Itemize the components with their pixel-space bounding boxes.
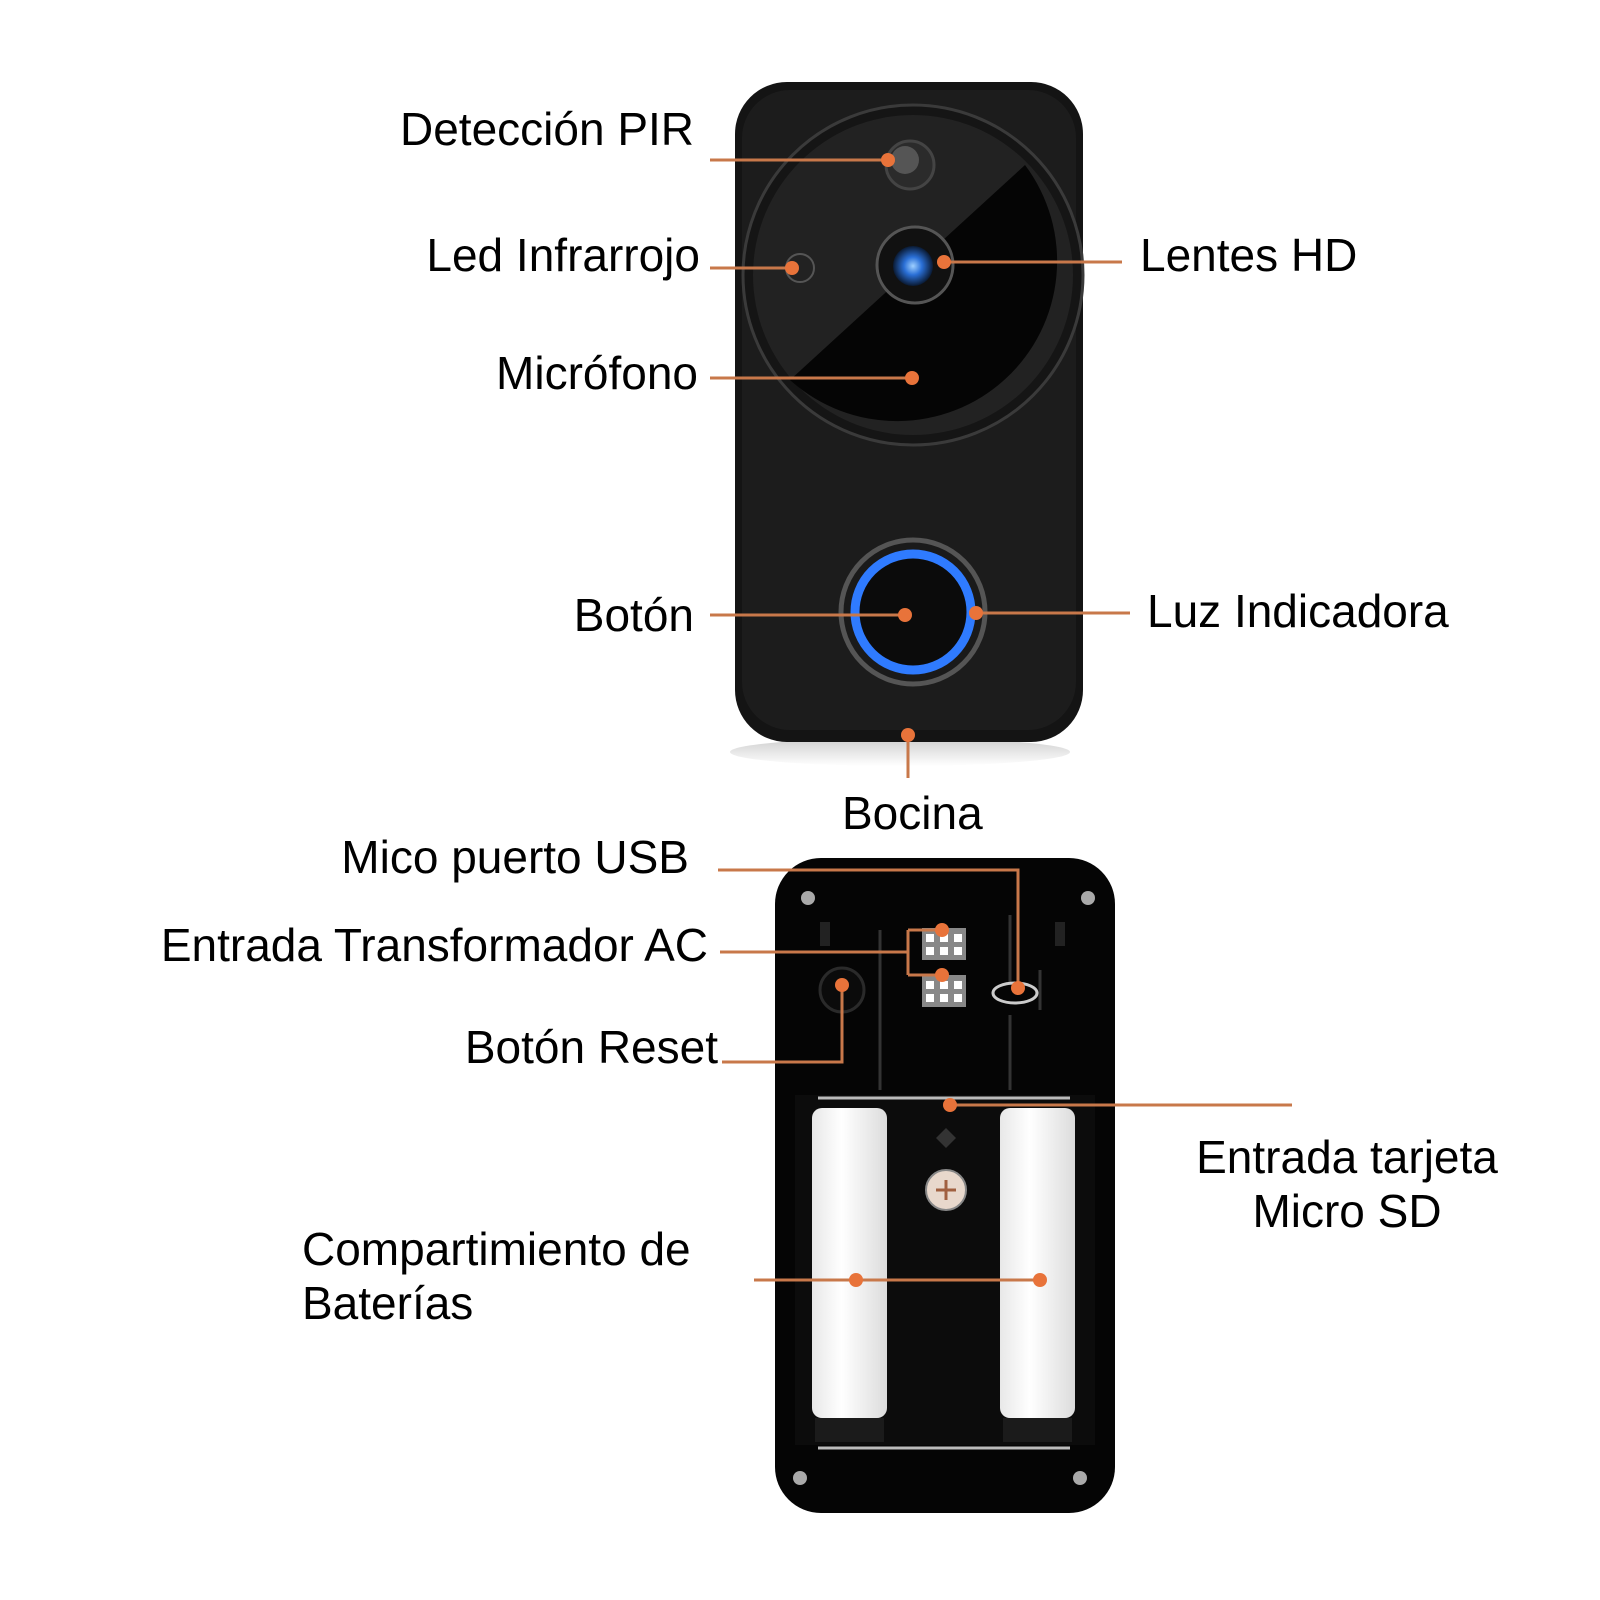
- screw-icon: [1073, 1471, 1087, 1485]
- label-ir-led: Led Infrarrojo: [426, 229, 700, 281]
- label-sd-card-line2: Micro SD: [1252, 1185, 1442, 1238]
- leader-usb: [718, 868, 1020, 990]
- screw-icon: [801, 891, 815, 905]
- screw-icon: [1081, 891, 1095, 905]
- label-speaker: Bocina: [842, 787, 983, 839]
- label-microphone: Micrófono: [496, 347, 698, 399]
- indicator-ring-icon: [850, 549, 976, 675]
- battery-right: [1000, 1108, 1075, 1418]
- back-device: [775, 858, 1115, 1513]
- label-battery-line2: Baterías: [302, 1277, 474, 1330]
- label-battery-line1: Compartimiento de: [302, 1223, 691, 1275]
- leader-lines: [710, 158, 1292, 1282]
- leader-dots: [785, 153, 1047, 1287]
- label-button: Botón: [573, 589, 694, 641]
- label-ac-input: Entrada Transformador AC: [160, 919, 708, 971]
- label-hd-lens: Lentes HD: [1140, 229, 1358, 281]
- front-device: [730, 82, 1085, 766]
- label-battery-compartment: Compartimiento de Baterías: [302, 1222, 691, 1331]
- label-sd-card-line1: Entrada tarjeta: [1196, 1131, 1498, 1183]
- label-usb-port: Mico puerto USB: [341, 831, 689, 883]
- battery-left: [812, 1108, 887, 1418]
- device-shadow: [730, 738, 1070, 766]
- label-indicator-light: Luz Indicadora: [1147, 585, 1449, 637]
- label-reset-button: Botón Reset: [464, 1021, 718, 1073]
- screw-icon: [793, 1471, 807, 1485]
- label-sd-card: Entrada tarjeta Micro SD: [1172, 1130, 1522, 1239]
- leader-reset: [722, 988, 844, 1064]
- label-pir: Detección PIR: [399, 103, 694, 155]
